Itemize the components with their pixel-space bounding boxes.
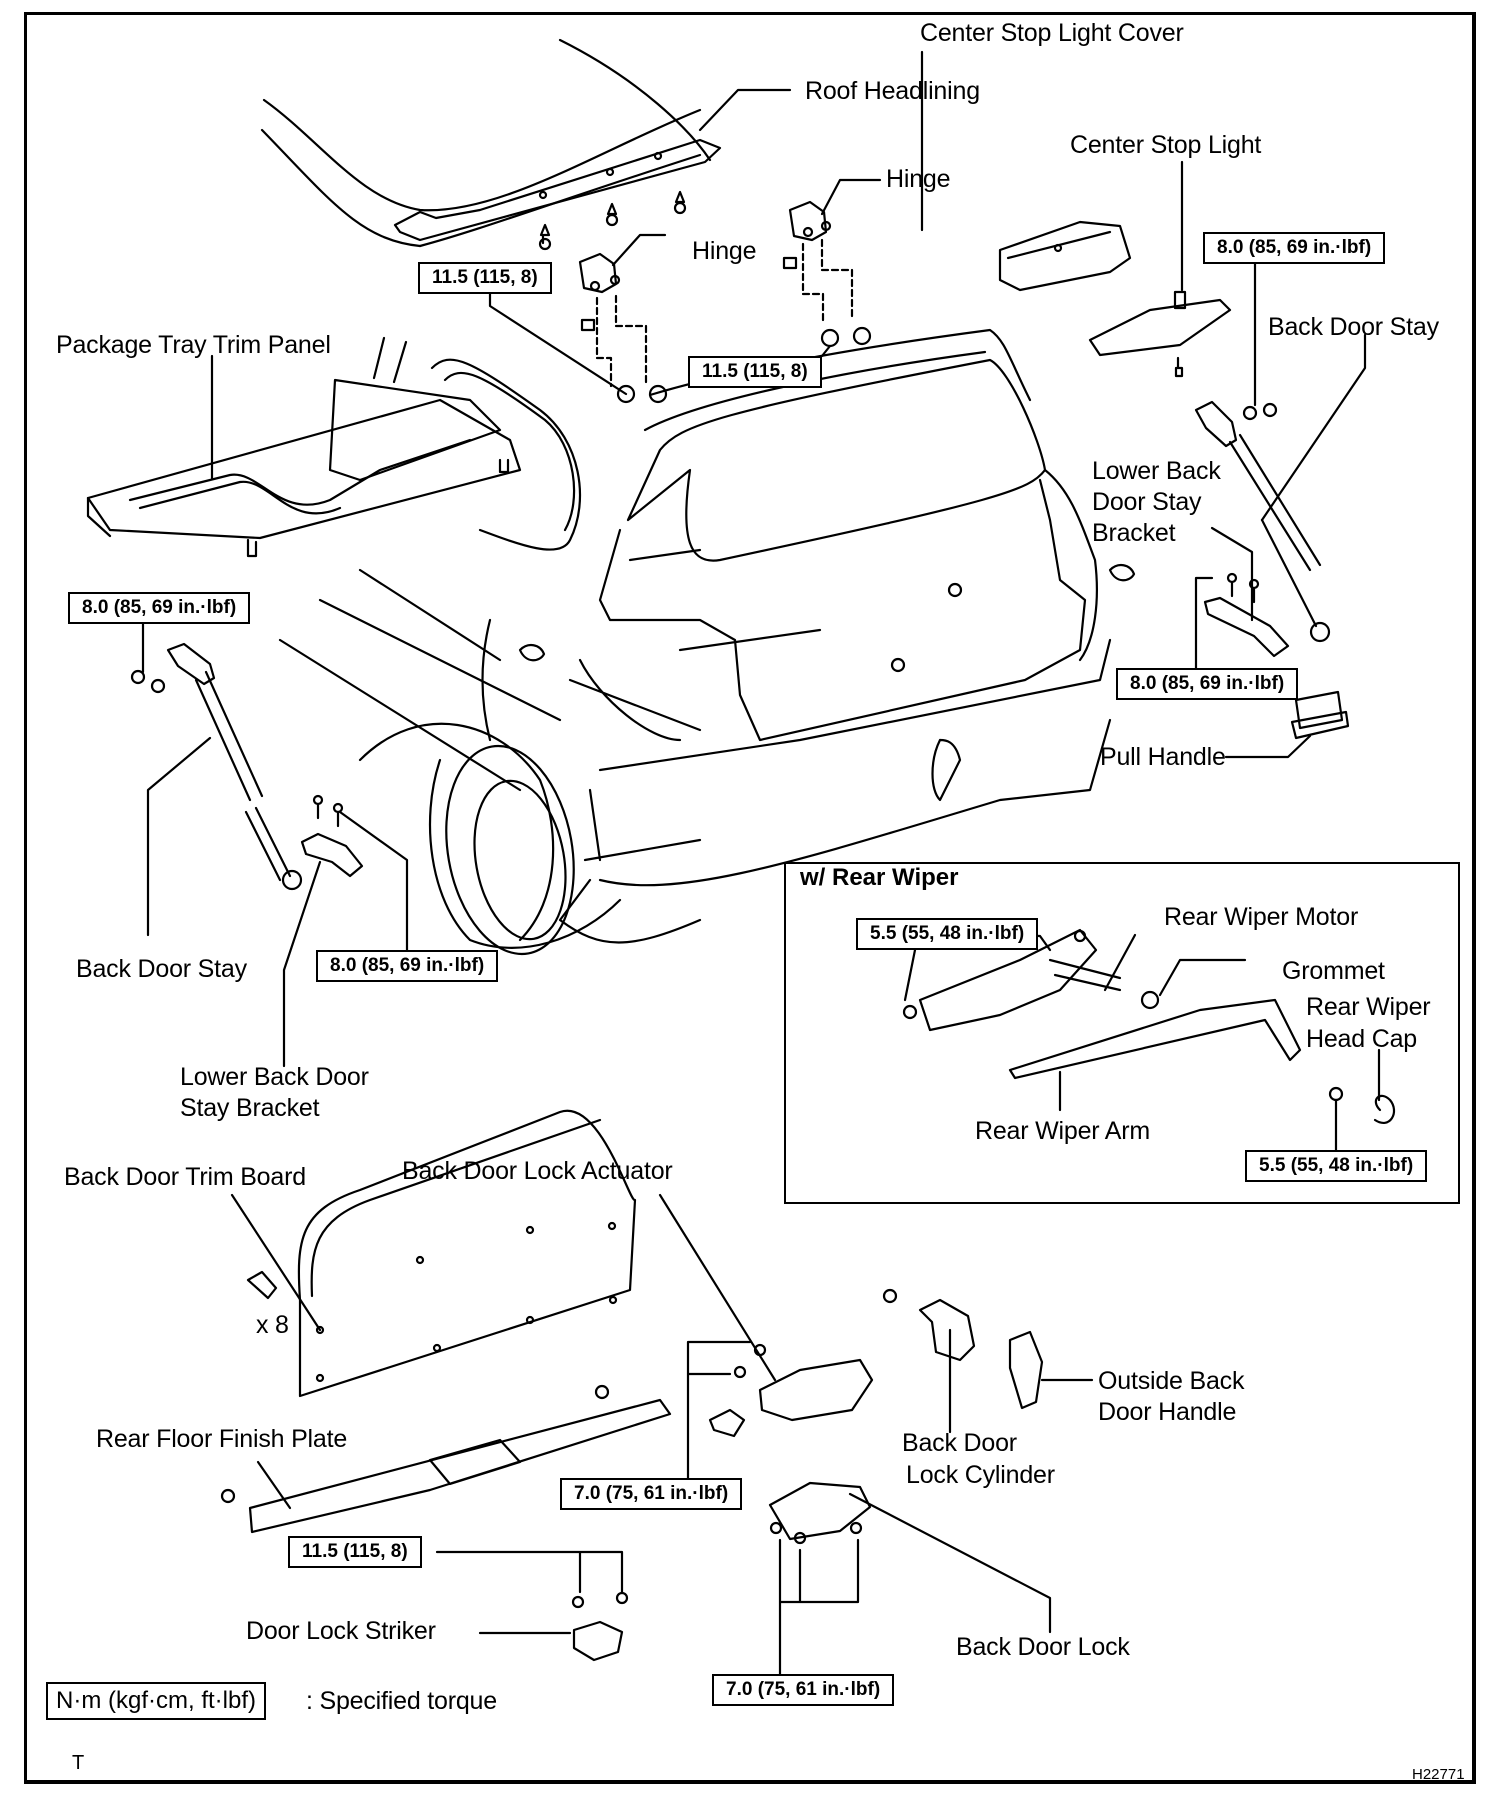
- label-hinge-right: Hinge: [886, 165, 951, 193]
- label-rear-floor-finish-plate: Rear Floor Finish Plate: [96, 1425, 348, 1453]
- label-center-stop-light-cover: Center Stop Light Cover: [920, 19, 1184, 47]
- back-door-lock-part: [768, 1481, 872, 1545]
- legend-description: : Specified torque: [306, 1687, 497, 1715]
- torque-stay-upper-right: 8.0 (85, 69 in.·lbf): [1203, 232, 1386, 264]
- lower-back-door-stay-bracket-right-part: [1203, 572, 1290, 658]
- headlining-clips: [538, 190, 687, 251]
- leader-hinge-left: [611, 233, 667, 267]
- torque-lock-actuator: 7.0 (75, 61 in.·lbf): [560, 1478, 743, 1510]
- leader-pull-handle: [1224, 734, 1312, 759]
- rear-wiper-motor-part: [902, 928, 1122, 1032]
- roof-headlining-part: [260, 38, 722, 248]
- label-outside-handle-1: Outside Back: [1098, 1367, 1245, 1395]
- label-head-cap-1: Rear Wiper: [1306, 993, 1431, 1021]
- grommet-part: [1140, 990, 1160, 1010]
- center-stop-light-cover-part: [998, 220, 1132, 292]
- outside-back-door-handle-part: [1008, 1330, 1044, 1410]
- label-grommet: Grommet: [1282, 957, 1385, 985]
- torque-bracket-right: 8.0 (85, 69 in.·lbf): [1116, 668, 1299, 700]
- label-clip-count: x 8: [256, 1311, 289, 1339]
- lower-back-door-stay-bracket-left-part: [300, 794, 364, 878]
- label-package-tray-trim-panel: Package Tray Trim Panel: [56, 331, 331, 359]
- leader-finish-plate: [256, 1460, 292, 1510]
- leader-roof-headlining: [698, 88, 792, 132]
- torque-bracket-left: 8.0 (85, 69 in.·lbf): [316, 950, 499, 982]
- legend-torque-units: N·m (kgf·cm, ft·lbf): [46, 1682, 266, 1720]
- torque-hinge-left: 11.5 (115, 8): [418, 262, 552, 294]
- leader-torque-bracket-right: [1194, 576, 1214, 670]
- label-rear-wiper-arm: Rear Wiper Arm: [975, 1117, 1151, 1145]
- label-lock-cylinder-2: Lock Cylinder: [906, 1461, 1055, 1489]
- figure-code: H22771: [1412, 1766, 1465, 1783]
- label-rear-wiper-motor: Rear Wiper Motor: [1164, 903, 1359, 931]
- leader-back-door-stay-right: [1260, 333, 1367, 522]
- back-door-lock-actuator-part: [708, 1343, 874, 1438]
- label-hinge-left: Hinge: [692, 237, 757, 265]
- back-door-stay-right-part: [1194, 400, 1331, 643]
- torque-stay-upper-left: 8.0 (85, 69 in.·lbf): [68, 592, 251, 624]
- center-stop-light-part: [1088, 290, 1232, 378]
- label-back-door-trim-board: Back Door Trim Board: [64, 1163, 306, 1191]
- pull-handle-part: [1290, 690, 1350, 740]
- torque-wiper-motor: 5.5 (55, 48 in.·lbf): [856, 918, 1039, 950]
- leader-torque-wiper-motor-b: [903, 948, 917, 1002]
- label-back-door-stay-right: Back Door Stay: [1268, 313, 1439, 341]
- leader-back-door-lock: [848, 1492, 1052, 1634]
- door-lock-striker-part: [571, 1591, 629, 1662]
- inset-title: w/ Rear Wiper: [800, 864, 959, 891]
- leader-torque-hinge-left: [488, 276, 628, 396]
- leader-hinge-right: [820, 178, 882, 216]
- label-back-door-lock: Back Door Lock: [956, 1633, 1130, 1661]
- hinge-right-part: [782, 200, 872, 348]
- label-door-lock-striker: Door Lock Striker: [246, 1617, 436, 1645]
- back-door-stay-left-part: [130, 642, 303, 891]
- rear-wiper-head-cap-part: [1373, 1094, 1396, 1124]
- torque-striker: 11.5 (115, 8): [288, 1536, 422, 1568]
- leader-back-door-stay-left: [146, 736, 212, 937]
- label-lower-bracket-right-2: Door Stay: [1092, 488, 1202, 516]
- label-outside-handle-2: Door Handle: [1098, 1398, 1237, 1426]
- leader-torque-striker: [435, 1550, 624, 1594]
- label-center-stop-light: Center Stop Light: [1070, 131, 1262, 159]
- leader-lock-actuator: [658, 1193, 777, 1382]
- back-door-trim-board-part: [246, 1109, 637, 1398]
- leader-lower-bracket-right: [1210, 526, 1254, 622]
- leader-lower-bracket-left: [282, 860, 322, 1068]
- leader-rear-wiper-motor: [1103, 933, 1137, 992]
- label-lower-bracket-right-3: Bracket: [1092, 519, 1176, 547]
- torque-hinge-right: 11.5 (115, 8): [688, 356, 822, 388]
- rear-wiper-arm-part: [1008, 998, 1302, 1080]
- vehicle-body: [278, 328, 1136, 956]
- label-lower-bracket-right-1: Lower Back: [1092, 457, 1221, 485]
- diagram-frame: [24, 12, 1476, 1784]
- label-pull-handle: Pull Handle: [1100, 743, 1226, 771]
- hinge-left-part: [578, 252, 668, 404]
- label-back-door-stay-left: Back Door Stay: [76, 955, 247, 983]
- back-door-lock-cylinder-part: [882, 1288, 976, 1362]
- label-head-cap-2: Head Cap: [1306, 1025, 1417, 1053]
- label-lower-bracket-left-2: Stay Bracket: [180, 1094, 320, 1122]
- leader-torque-lock-actuator: [686, 1340, 752, 1494]
- leader-torque-hinge-right: [820, 344, 832, 358]
- label-roof-headlining: Roof Headlining: [805, 77, 980, 105]
- leader-torque-back-door-lock: [778, 1538, 860, 1678]
- leader-grommet: [1158, 958, 1247, 997]
- torque-back-door-lock: 7.0 (75, 61 in.·lbf): [712, 1674, 895, 1706]
- torque-wiper-arm-nut: 5.5 (55, 48 in.·lbf): [1245, 1150, 1428, 1182]
- rear-floor-finish-plate-part: [220, 1384, 672, 1534]
- corner-mark: T: [72, 1752, 85, 1774]
- rear-wiper-inset: [784, 862, 1460, 1204]
- leader-trim-board: [230, 1193, 322, 1332]
- label-lock-cylinder-1: Back Door: [902, 1429, 1017, 1457]
- leader-torque-bracket-left: [338, 810, 409, 952]
- label-lower-bracket-left-1: Lower Back Door: [180, 1063, 369, 1091]
- package-tray-trim-panel-part: [86, 336, 582, 558]
- label-back-door-lock-actuator: Back Door Lock Actuator: [402, 1157, 673, 1185]
